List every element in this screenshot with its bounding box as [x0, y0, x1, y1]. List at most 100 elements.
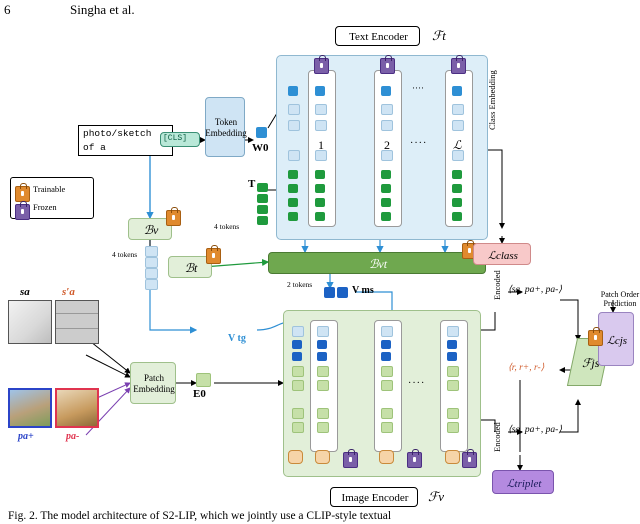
text-prompt-token-1-3	[315, 198, 325, 207]
figure-caption: Fig. 2. The model architecture of S2-LIP…	[8, 510, 392, 522]
pa-minus-label: pa-	[66, 431, 80, 442]
loss-triplet-box: ℒtriplet	[492, 470, 554, 494]
image-patch-L-1	[447, 366, 459, 377]
text-prompt-token-in-4	[288, 212, 298, 221]
bv-token-4	[145, 279, 158, 290]
image-patch-in-1	[292, 366, 304, 377]
text-token-row3-L	[452, 150, 464, 161]
text-prompt-token-L-4	[452, 212, 462, 221]
e0-label: E0	[193, 388, 206, 400]
sa-label: sa	[20, 286, 30, 298]
text-prompt-token-L-3	[452, 198, 462, 207]
image-patch-2-4	[381, 422, 393, 433]
image-patch-in-3	[292, 408, 304, 419]
image-token-2-1	[381, 326, 393, 337]
trainable-lock-bt	[206, 245, 221, 264]
prompt-box: photo/sketch of a	[78, 125, 173, 156]
text-prompt-token-in-2	[288, 184, 298, 193]
text-token-row2-L	[452, 120, 464, 131]
image-patch-2-2	[381, 380, 393, 391]
running-head: Singha et al.	[70, 2, 135, 17]
negative-photo-pa-minus	[55, 388, 99, 428]
frozen-lock-image-2	[407, 449, 422, 468]
bv-token-2	[145, 257, 158, 268]
loss-cjs-label: ℒcjs	[606, 334, 628, 347]
tuple-middle: ⟨r, r+, r-⟩	[508, 363, 545, 373]
token-embedding-block: Token Embedding	[205, 97, 247, 158]
cls-token-box: [CLS]	[160, 132, 200, 147]
text-prompt-token-2-3	[381, 198, 391, 207]
text-prompt-token-in-3	[288, 198, 298, 207]
text-token-row3-in	[288, 150, 300, 161]
text-token-row1-L	[452, 104, 464, 115]
text-prompt-token-L-1	[452, 170, 462, 179]
loss-class-box: ℒclass	[473, 243, 531, 265]
text-cls-token-L	[452, 86, 462, 96]
text-encoder-title-box: Text Encoder	[335, 26, 420, 46]
page-number: 6	[4, 2, 11, 17]
sketch-image-sa	[8, 300, 52, 344]
t-four-tokens-label: 4 tokens	[214, 222, 240, 231]
text-layer-1-label: 1	[318, 138, 324, 152]
frozen-lock-image-L	[462, 449, 477, 468]
loss-class-label: ℒclass	[488, 249, 518, 262]
image-vms-1-2	[317, 352, 327, 361]
trainable-lock-cjs	[588, 327, 603, 346]
text-prompt-token-2-1	[381, 170, 391, 179]
token-embedding-label: Token Embedding	[205, 98, 247, 158]
bv-token-3	[145, 268, 158, 279]
image-vms-1-1	[317, 340, 327, 349]
image-patch-2-1	[381, 366, 393, 377]
trainable-lock-bv	[166, 207, 181, 226]
text-prompt-token-2-2	[381, 184, 391, 193]
legend-frozen-label: Frozen	[33, 202, 57, 212]
image-token-L-1	[447, 326, 459, 337]
image-token-1-1	[317, 326, 329, 337]
image-vms-2-1	[381, 340, 391, 349]
encoded-top-label: Encoded	[492, 270, 502, 300]
w0-label: W0	[252, 142, 269, 154]
text-prompt-token-in-1	[288, 170, 298, 179]
loss-cjs-box: ℒcjs	[598, 312, 634, 366]
t-token-3	[257, 205, 268, 214]
image-vms-2-2	[381, 352, 391, 361]
cls-token-label: [CLS]	[163, 134, 188, 143]
t-token-4	[257, 216, 268, 225]
tuple-bottom: ⟨sa, pa+, pa-⟩	[508, 425, 562, 435]
class-embedding-label: Class Embedding	[487, 70, 497, 130]
bt-block: ℬt	[168, 256, 212, 278]
pa-plus-label: pa+	[18, 431, 34, 442]
image-patch-1-1	[317, 366, 329, 377]
vms-token-2	[337, 287, 348, 298]
text-prompt-token-L-2	[452, 184, 462, 193]
patch-order-prediction-text: Patch Order Prediction	[600, 290, 640, 308]
image-patch-L-4	[447, 422, 459, 433]
text-cls-token-in	[288, 86, 298, 96]
image-token-in-1	[292, 326, 304, 337]
sketch-image-sa-prime	[55, 300, 99, 344]
text-cls-token-1	[315, 86, 325, 96]
sa-prime-label: s′a	[62, 286, 75, 298]
text-token-row3-2	[381, 150, 393, 161]
image-encoder-symbol: ℱv	[428, 489, 444, 504]
loss-triplet-label: ℒtriplet	[506, 477, 542, 490]
text-token-row1-1	[315, 104, 327, 115]
text-token-row2-1	[315, 120, 327, 131]
text-prompt-token-1-1	[315, 170, 325, 179]
two-tokens-label: 2 tokens	[287, 280, 313, 289]
bv-label: ℬv	[143, 222, 159, 237]
vms-token-1	[324, 287, 335, 298]
text-encoder-title: Text Encoder	[349, 31, 408, 43]
t-token-2	[257, 194, 268, 203]
image-vms-L-1	[447, 340, 457, 349]
image-patch-2-3	[381, 408, 393, 419]
text-prompt-token-2-4	[381, 212, 391, 221]
text-token-row2-in	[288, 120, 300, 131]
bvt-block: ℬvt	[268, 252, 486, 274]
positive-photo-pa-plus	[8, 388, 52, 428]
image-encoder-title: Image Encoder	[341, 492, 409, 504]
image-patch-in-2	[292, 380, 304, 391]
image-vms-L-2	[447, 352, 457, 361]
image-patch-in-4	[292, 422, 304, 433]
text-cls-row-dots: ····	[412, 83, 424, 93]
